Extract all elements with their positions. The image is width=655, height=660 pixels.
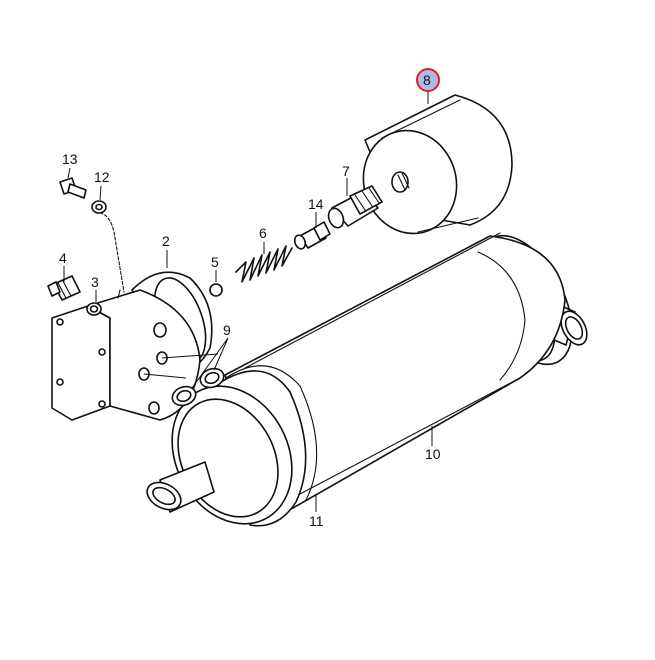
label-11[interactable]: 11 bbox=[309, 513, 324, 529]
filter-cartridge[interactable] bbox=[350, 94, 513, 246]
flange-bracket[interactable] bbox=[51, 289, 219, 421]
label-14[interactable]: 14 bbox=[308, 196, 324, 212]
label-10[interactable]: 10 bbox=[425, 446, 441, 462]
label-12[interactable]: 12 bbox=[94, 169, 110, 185]
label-8[interactable]: 8 bbox=[423, 72, 431, 88]
spring-part[interactable] bbox=[235, 245, 293, 283]
part-labels: 13 12 7 8 14 6 2 5 4 3 9 10 11 bbox=[59, 68, 441, 529]
washer-part-3[interactable] bbox=[86, 302, 102, 316]
plug-part[interactable] bbox=[47, 275, 81, 301]
label-2[interactable]: 2 bbox=[162, 233, 170, 249]
label-6[interactable]: 6 bbox=[259, 225, 267, 241]
label-7[interactable]: 7 bbox=[342, 163, 350, 179]
label-9[interactable]: 9 bbox=[223, 322, 231, 338]
bolt-dashed-guide bbox=[99, 212, 125, 293]
nozzle-part[interactable] bbox=[293, 221, 331, 250]
label-13[interactable]: 13 bbox=[62, 151, 78, 167]
highlight-badge bbox=[416, 68, 440, 92]
o-rings[interactable] bbox=[170, 365, 227, 408]
washer-part-12[interactable] bbox=[91, 200, 107, 214]
label-5[interactable]: 5 bbox=[211, 254, 219, 270]
ball-part[interactable] bbox=[209, 283, 223, 297]
cylinder-body[interactable] bbox=[142, 220, 592, 545]
union-fitting[interactable] bbox=[326, 185, 383, 230]
label-3[interactable]: 3 bbox=[91, 274, 99, 290]
label-4[interactable]: 4 bbox=[59, 250, 67, 266]
leader-lines bbox=[63, 92, 433, 512]
bolt-part[interactable] bbox=[59, 177, 87, 199]
